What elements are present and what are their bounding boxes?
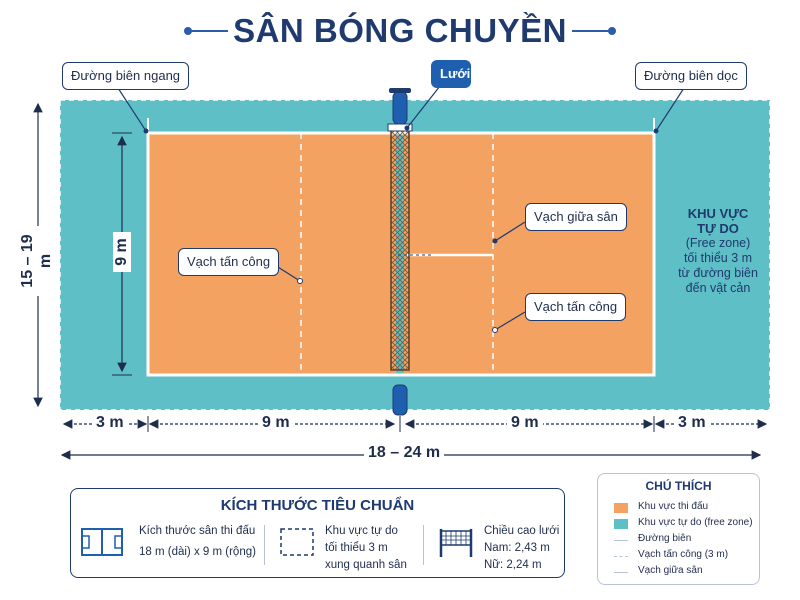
dim-label-free-left: 3 m bbox=[92, 414, 128, 432]
panel-separator-1 bbox=[264, 525, 265, 565]
net-height-men: Nam: 2,43 m bbox=[484, 542, 550, 554]
legend-line-boundary bbox=[614, 540, 628, 541]
leader-dot-side-line bbox=[653, 128, 659, 134]
standard-dimensions-panel: KÍCH THƯỚC TIÊU CHUẨN Kích thước sân thi… bbox=[70, 488, 565, 578]
panel-item-court: Kích thước sân thi đấu 18 m (dài) x 9 m … bbox=[81, 523, 256, 569]
legend-swatch-free-zone bbox=[614, 519, 628, 529]
panel-item-free-zone: Khu vực tự do tối thiểu 3 m xung quanh s… bbox=[279, 523, 419, 571]
net-icon bbox=[439, 529, 473, 557]
legend-label-free-zone: Khu vực tự do (free zone) bbox=[638, 517, 753, 528]
free-zone-title: KHU VỰC TỰ DO bbox=[687, 206, 749, 236]
callout-end-line: Đường biên ngang bbox=[62, 62, 190, 90]
court-size-value: 18 m (dài) x 9 m (rộng) bbox=[139, 546, 256, 558]
dim-label-total-length: 18 – 24 m bbox=[364, 444, 445, 462]
leader-side-line bbox=[655, 87, 685, 132]
court-icon bbox=[81, 528, 123, 556]
dim-label-free-right: 3 m bbox=[674, 414, 710, 432]
free-zone-panel-value-2: xung quanh sân bbox=[325, 559, 407, 571]
net-post-bottom bbox=[392, 384, 408, 416]
legend-panel: CHÚ THÍCH Khu vực thi đấu Khu vực tự do … bbox=[597, 473, 760, 585]
legend-label-court: Khu vực thi đấu bbox=[638, 501, 709, 512]
title-decoration-right bbox=[608, 27, 616, 35]
net-post-top bbox=[392, 91, 408, 125]
legend-item-boundary: Đường biên bbox=[614, 532, 754, 548]
free-zone-icon bbox=[280, 528, 314, 556]
title-rule-right bbox=[572, 30, 612, 32]
leader-dot-attack-left bbox=[297, 278, 303, 284]
callout-side-line: Đường biên dọc bbox=[635, 62, 747, 90]
leader-end-line bbox=[117, 87, 147, 132]
legend-title: CHÚ THÍCH bbox=[645, 479, 712, 493]
net-height-label: Chiều cao lưới bbox=[484, 525, 560, 537]
callout-center-line: Vạch giữa sân bbox=[525, 203, 627, 231]
legend-line-center bbox=[614, 572, 628, 573]
court-size-label: Kích thước sân thi đấu bbox=[139, 525, 256, 537]
panel-title: KÍCH THƯỚC TIÊU CHUẨN bbox=[220, 497, 415, 514]
free-zone-panel-value: tối thiểu 3 m bbox=[325, 542, 388, 554]
dim-label-total-width: 15 – 19 m bbox=[19, 226, 55, 296]
court-diagram bbox=[33, 85, 771, 460]
legend-swatch-court bbox=[614, 503, 628, 513]
leader-dot-net bbox=[404, 125, 410, 131]
dim-label-half-left: 9 m bbox=[258, 414, 294, 432]
legend-line-attack bbox=[614, 556, 628, 557]
legend-label-center: Vạch giữa sân bbox=[638, 565, 703, 576]
free-zone-subtitle: (Free zone) bbox=[685, 236, 751, 250]
net-height-women: Nữ: 2,24 m bbox=[484, 559, 542, 571]
title-bar: SÂN BÓNG CHUYỀN bbox=[0, 8, 800, 52]
leader-net bbox=[406, 85, 441, 129]
callout-net: Lưới bbox=[431, 60, 471, 88]
dim-label-half-right: 9 m bbox=[507, 414, 543, 432]
panel-separator-2 bbox=[423, 525, 424, 565]
page-title: SÂN BÓNG CHUYỀN bbox=[233, 12, 567, 49]
dim-label-court-width: 9 m bbox=[113, 232, 131, 272]
leader-dot-end-line bbox=[143, 128, 149, 134]
legend-label-attack: Vạch tấn công (3 m) bbox=[638, 549, 729, 560]
leader-dot-center bbox=[492, 238, 498, 244]
free-zone-desc: tối thiểu 3 m từ đường biên đến vật cản bbox=[678, 251, 758, 295]
legend-item-free-zone: Khu vực tự do (free zone) bbox=[614, 516, 754, 532]
leader-center bbox=[494, 221, 526, 242]
title-rule-left bbox=[188, 30, 228, 32]
callout-attack-line-left: Vạch tấn công bbox=[178, 248, 280, 276]
legend-item-court: Khu vực thi đấu bbox=[614, 500, 754, 516]
net-mesh bbox=[390, 124, 410, 371]
legend-label-boundary: Đường biên bbox=[638, 533, 692, 544]
free-zone-label: KHU VỰC TỰ DO (Free zone) tối thiểu 3 m … bbox=[662, 206, 774, 296]
free-zone-panel-label: Khu vực tự do bbox=[325, 525, 398, 537]
panel-item-net: Chiều cao lưới Nam: 2,43 m Nữ: 2,24 m bbox=[438, 523, 560, 571]
leader-attack-right bbox=[494, 311, 526, 331]
leader-dot-attack-right bbox=[492, 327, 498, 333]
net-post-cap-top bbox=[389, 88, 411, 93]
legend-item-center: Vạch giữa sân bbox=[614, 564, 754, 580]
legend-item-attack: Vạch tấn công (3 m) bbox=[614, 548, 754, 564]
callout-attack-line-right: Vạch tấn công bbox=[525, 293, 627, 321]
